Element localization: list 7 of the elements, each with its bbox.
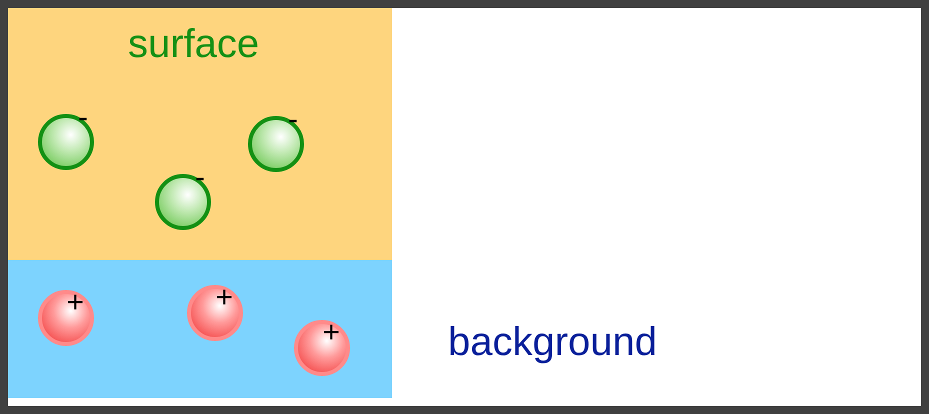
plus-sign: + (66, 288, 84, 318)
region-label: background (448, 322, 658, 362)
plus-sign: + (322, 318, 340, 348)
plus-sign: + (215, 283, 233, 313)
region-label: surface (128, 24, 260, 64)
surface-region (8, 8, 392, 260)
lower-region (8, 260, 392, 398)
